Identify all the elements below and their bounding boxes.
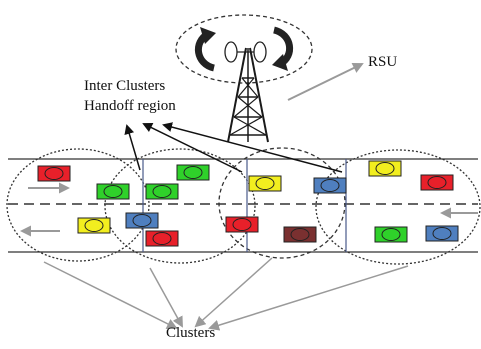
vehicle [145, 230, 179, 247]
vehicle [77, 217, 111, 234]
traffic-direction-arrows [20, 182, 478, 237]
vehicle [368, 160, 402, 177]
rotate-arrow-right-icon [272, 26, 293, 71]
vehicle [420, 174, 454, 191]
vehicle [425, 225, 459, 242]
clusters-pointer-arrows [43, 257, 409, 331]
rsu-range-ellipse [175, 14, 313, 84]
cluster-2 [104, 148, 256, 264]
vehicle [145, 183, 179, 200]
vehicle [96, 183, 130, 200]
vehicle [37, 165, 71, 182]
rotate-arrow-left-icon [195, 27, 216, 72]
rsu-arrow [287, 62, 364, 101]
cluster-1 [6, 148, 150, 262]
rsu-label: RSU [368, 54, 398, 70]
cluster-ellipses [6, 147, 481, 265]
vehicle [176, 164, 210, 181]
vehicle [283, 226, 317, 243]
vehicle [125, 212, 159, 229]
vehicle [313, 177, 347, 194]
cluster-3 [218, 147, 346, 259]
handoff-region-label-line2: Handoff region [84, 98, 176, 114]
handoff-arrows [124, 122, 343, 173]
vehicles [37, 160, 459, 247]
handoff-region-lines [142, 159, 347, 252]
vehicle [248, 175, 282, 192]
vehicle [225, 216, 259, 233]
vehicle [374, 226, 408, 243]
handoff-region-label-line1: Inter Clusters [84, 78, 166, 94]
clusters-label: Clusters [166, 325, 216, 341]
cluster-4 [315, 149, 481, 265]
tower-icon [227, 47, 269, 143]
